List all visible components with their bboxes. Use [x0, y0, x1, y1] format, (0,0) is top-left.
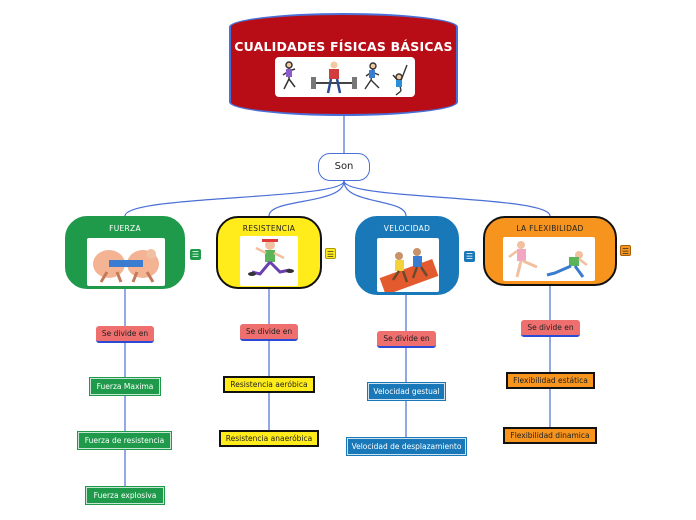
root-topic-node[interactable]: CUALIDADES FÍSICAS BÁSICAS: [229, 13, 458, 116]
subtopic-fuerza-explosiva[interactable]: Fuerza explosiva: [86, 487, 164, 504]
divide-node-velocidad[interactable]: Se divide en: [377, 331, 436, 348]
athletes-illustration: [275, 57, 415, 97]
sprinters-illustration: [377, 238, 439, 292]
category-title: RESISTENCIA: [242, 224, 296, 233]
category-node-fuerza[interactable]: FUERZA: [65, 216, 185, 289]
link-son-velocidad: [343, 180, 407, 217]
runner-illustration: [240, 236, 298, 286]
notes-icon[interactable]: ☰: [325, 248, 336, 259]
category-node-flexibilidad[interactable]: LA FLEXIBILIDAD: [483, 216, 617, 286]
category-title: VELOCIDAD: [383, 224, 431, 233]
subtopic-fuerza-maxima[interactable]: Fuerza Maxima: [90, 378, 160, 395]
category-node-resistencia[interactable]: RESISTENCIA: [216, 216, 322, 289]
link-son-flexibilidad: [343, 180, 551, 217]
subtopic-flexibilidad-dinamica[interactable]: Flexibilidad dinamica: [503, 427, 597, 444]
notes-icon[interactable]: ☰: [464, 251, 475, 262]
notes-icon[interactable]: ☰: [190, 249, 201, 260]
subtopic-fuerza-resistencia[interactable]: Fuerza de resistencia: [78, 432, 171, 449]
subtopic-velocidad-gestual[interactable]: Velocidad gestual: [368, 383, 445, 400]
strength-exercise-illustration: [87, 238, 165, 286]
subtopic-velocidad-desplazamiento[interactable]: Velocidad de desplazamiento: [347, 438, 466, 455]
subtopic-resistencia-aerobica[interactable]: Resistencia aeróbica: [223, 376, 315, 393]
divide-node-fuerza[interactable]: Se divide en: [96, 326, 154, 343]
category-title: FUERZA: [109, 224, 141, 233]
divide-node-flexibilidad[interactable]: Se divide en: [521, 320, 580, 337]
root-topic-title: CUALIDADES FÍSICAS BÁSICAS: [234, 39, 453, 54]
link-son-resistencia: [268, 180, 345, 217]
subtopic-flexibilidad-estatica[interactable]: Flexibilidad estática: [506, 372, 595, 389]
son-connector-node[interactable]: Son: [318, 153, 370, 181]
category-node-velocidad[interactable]: VELOCIDAD: [355, 216, 459, 295]
subtopic-resistencia-anaerobica[interactable]: Resistencia anaeróbica: [219, 430, 319, 447]
divide-node-resistencia[interactable]: Se divide en: [240, 324, 298, 341]
notes-icon[interactable]: ☰: [620, 245, 631, 256]
category-title: LA FLEXIBILIDAD: [516, 224, 584, 233]
stretching-illustration: [503, 237, 595, 281]
link-son-fuerza: [124, 180, 345, 217]
